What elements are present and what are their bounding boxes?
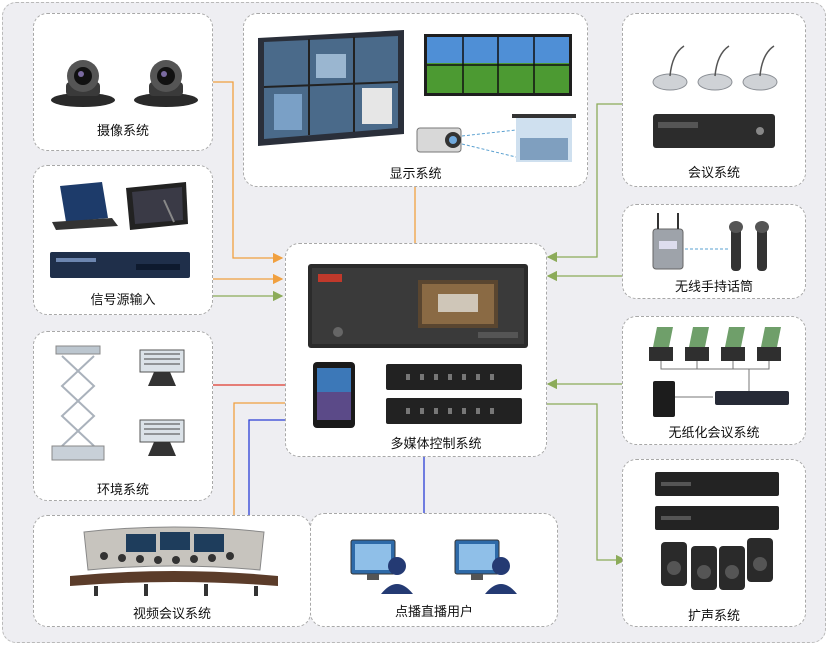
display-label: 显示系统 — [389, 167, 442, 182]
node-vod-users: 点播直播用户 — [310, 513, 558, 627]
user-terminal-icon — [350, 539, 517, 594]
camera-icon — [51, 60, 198, 107]
link-control-pa — [546, 403, 627, 566]
vod-users-label: 点播直播用户 — [394, 605, 473, 620]
signal-source-label: 信号源输入 — [90, 293, 156, 308]
pa-label: 扩声系统 — [687, 609, 740, 624]
video-conference-icon — [70, 526, 278, 596]
link-control-videoconf-blue — [243, 419, 285, 540]
wireless-mic-label: 无线手持话筒 — [674, 280, 753, 295]
control-label: 多媒体控制系统 — [390, 437, 482, 452]
node-display: 显示系统 — [243, 13, 588, 187]
link-camera-control — [197, 81, 284, 264]
node-wireless-mic: 无线手持话筒 — [622, 204, 806, 299]
video-wall-icon — [258, 30, 576, 162]
video-conference-label: 视频会议系统 — [132, 607, 211, 622]
node-signal-source: 信号源输入 — [33, 165, 213, 315]
control-switch-icon — [386, 364, 522, 424]
node-camera: 摄像系统 — [33, 13, 213, 151]
camera-label: 摄像系统 — [96, 124, 149, 139]
node-paperless: 无纸化会议系统 — [622, 316, 806, 445]
node-control: 多媒体控制系统 — [285, 243, 547, 457]
conference-label: 会议系统 — [687, 166, 740, 181]
environment-label: 环境系统 — [96, 483, 149, 498]
node-pa: 扩声系统 — [622, 459, 806, 627]
node-video-conference: 视频会议系统 — [33, 515, 311, 627]
speaker-icon — [655, 472, 779, 590]
paperless-icon — [649, 327, 789, 417]
environment-icon — [51, 345, 185, 461]
link-conference-control — [546, 103, 628, 263]
paperless-label: 无纸化会议系统 — [668, 426, 760, 441]
link-control-videoconf-orange — [228, 402, 285, 537]
control-processor-icon — [308, 264, 528, 348]
signal-source-icon — [50, 182, 190, 278]
node-conference: 会议系统 — [622, 13, 806, 187]
conference-mic-icon — [652, 45, 778, 148]
wireless-mic-icon — [652, 213, 769, 271]
tablet-icon — [313, 362, 355, 428]
node-environment: 环境系统 — [33, 331, 213, 501]
